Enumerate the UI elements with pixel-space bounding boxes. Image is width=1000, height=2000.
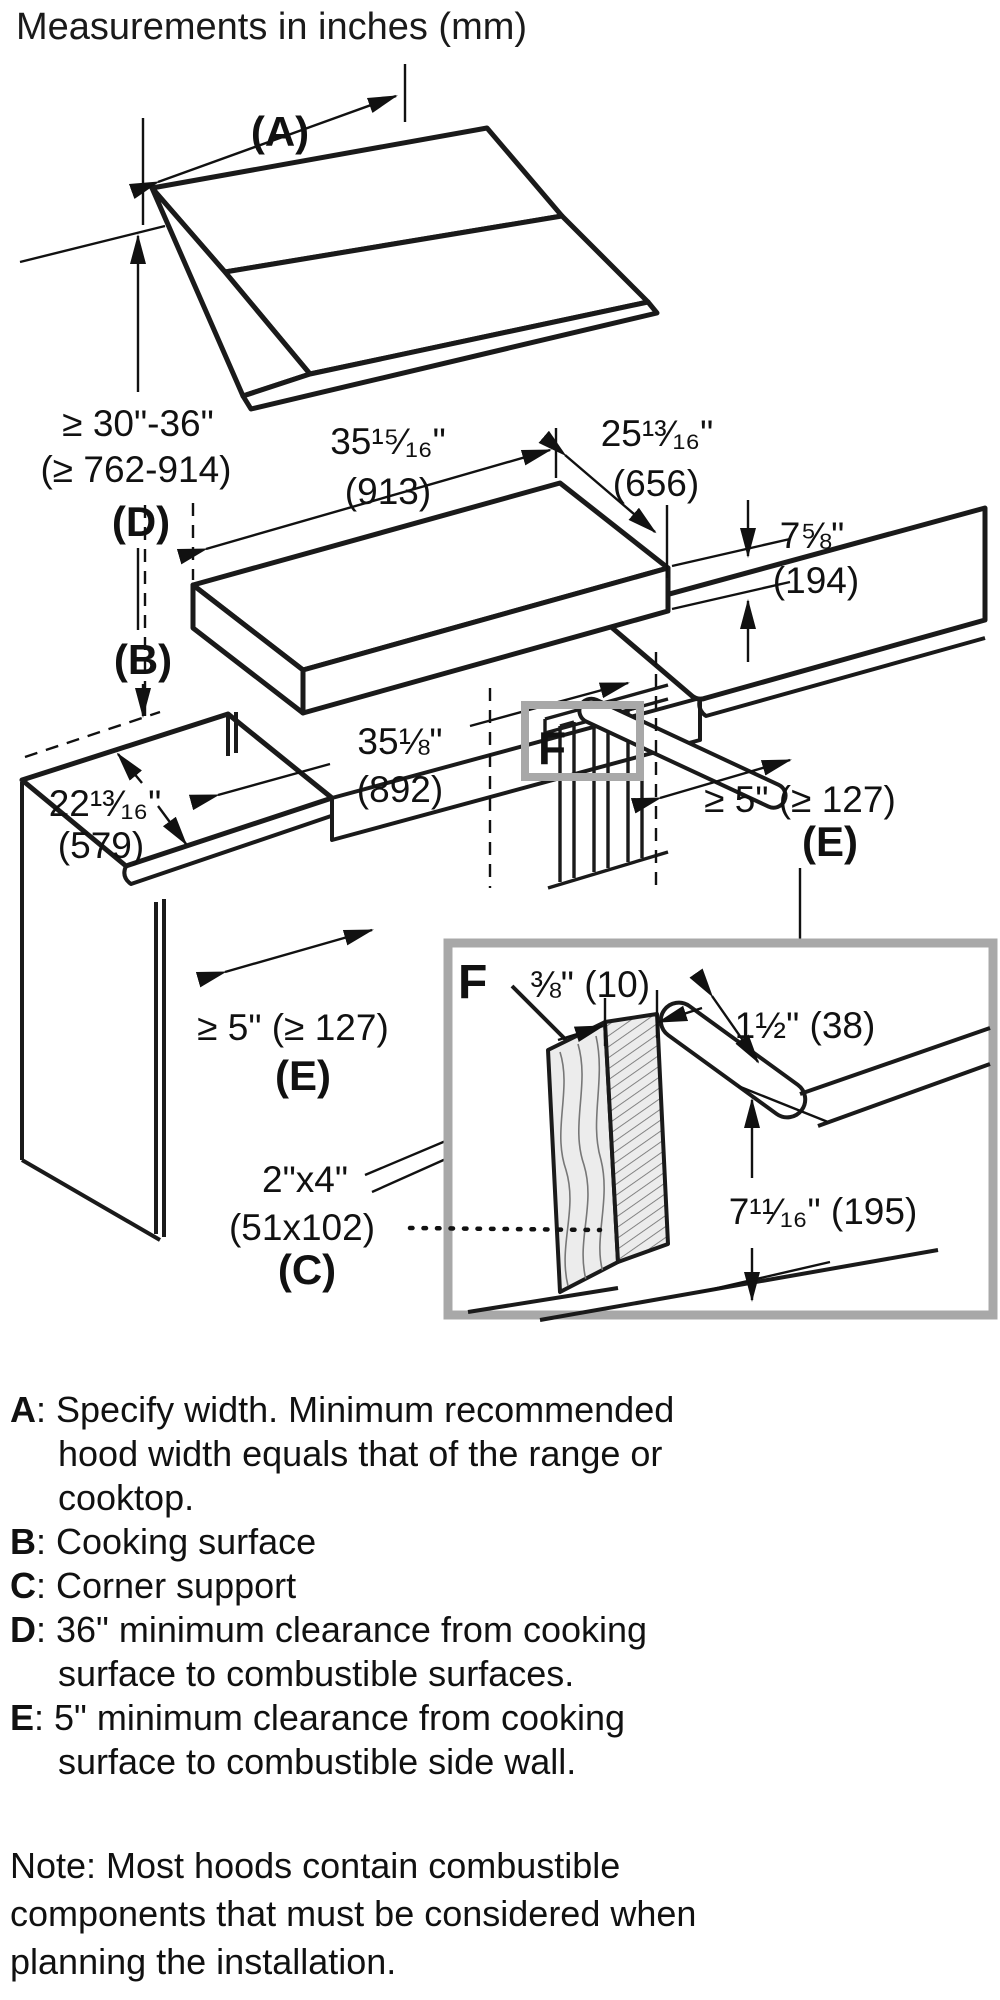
side-clearance-left-label: (E) — [275, 1052, 331, 1099]
note-text: Note: Most hoods contain combustible com… — [10, 1845, 697, 1982]
corner-support-leader — [407, 1225, 603, 1233]
hood-bottom-height-in: 7⅝" — [780, 515, 845, 556]
support-width: 1½" (38) — [735, 1005, 876, 1046]
detail-inset: F ⅜" (10) 1½" (38) 7¹¹⁄₁₆" (195) — [443, 938, 998, 1322]
installation-diagram: (A) ≥ 30"-36" (≥ 762-914) (D) (B) — [19, 64, 998, 1322]
hood-bottom-width-in: 35¹⁵⁄₁₆" — [330, 421, 446, 462]
mount-height-in: ≥ 30"-36" — [62, 403, 214, 444]
corner-support-size: 2"x4" — [262, 1159, 348, 1200]
drywall-thickness: ⅜" (10) — [530, 964, 650, 1005]
legend-item: A: Specify width. Minimum recommended ho… — [10, 1389, 675, 1518]
counter-depth-in: 22¹³⁄₁₆" — [49, 783, 162, 824]
dims-middle — [116, 428, 802, 1194]
detail-ref-label: F — [538, 722, 566, 774]
detail-callout-box — [521, 701, 644, 781]
hood-bottom-depth-mm: (656) — [613, 463, 699, 504]
legend-item: E: 5" minimum clearance from cooking sur… — [10, 1697, 626, 1782]
hood-bottom-depth-in: 25¹³⁄₁₆" — [601, 413, 714, 454]
opening-width-in: 35⅛" — [357, 721, 442, 762]
legend-item: D: 36" minimum clearance from cooking su… — [10, 1609, 648, 1694]
hood-bottom-slab — [190, 480, 671, 716]
page-title: Measurements in inches (mm) — [16, 6, 528, 48]
corner-support-mm: (51x102) — [229, 1207, 375, 1248]
dim-D-B — [19, 224, 166, 759]
cooking-surface-label: (B) — [114, 636, 172, 683]
inset-label: F — [458, 956, 487, 1009]
hood-drawing — [149, 125, 660, 412]
hood-width-label: (A) — [251, 108, 309, 155]
hood-bottom-height-mm: (194) — [773, 560, 859, 601]
legend-item: B: Cooking surface — [10, 1521, 317, 1562]
legend: A: Specify width. Minimum recommended ho… — [10, 1388, 700, 1784]
corner-support-label: (C) — [278, 1246, 336, 1293]
legend-item: C: Corner support — [10, 1565, 297, 1606]
counter-depth-mm: (579) — [58, 825, 144, 866]
hood-bottom-width-mm: (913) — [345, 471, 431, 512]
mount-height-label: (D) — [112, 498, 170, 545]
mount-height-mm: (≥ 762-914) — [40, 449, 231, 490]
dim-A — [128, 64, 407, 225]
side-clearance-left: ≥ 5" (≥ 127) — [197, 1007, 389, 1048]
support-height: 7¹¹⁄₁₆" (195) — [729, 1191, 918, 1232]
side-clearance-right: ≥ 5" (≥ 127) — [704, 779, 896, 820]
opening-width-mm: (892) — [357, 769, 443, 810]
side-clearance-right-label: (E) — [802, 818, 858, 865]
